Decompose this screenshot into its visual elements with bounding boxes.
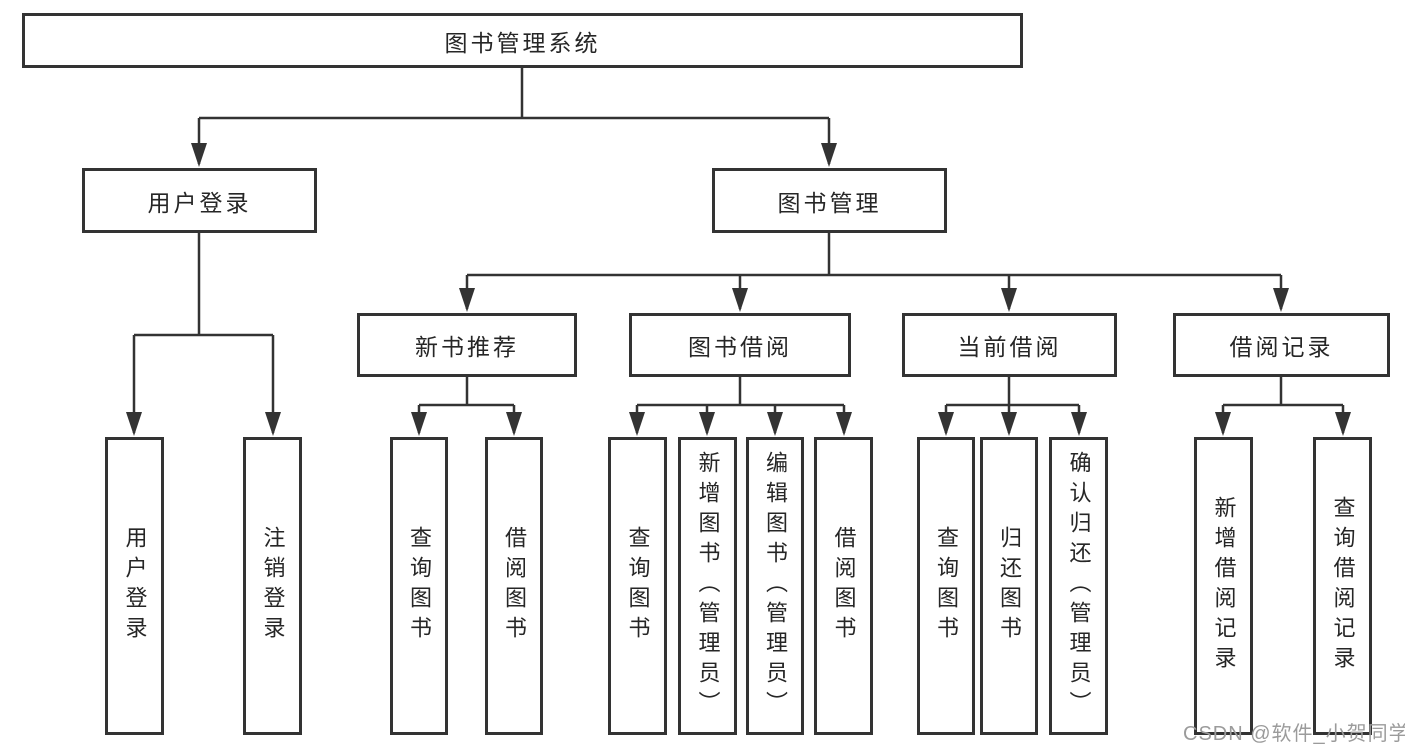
leaf-logout: 注销登录	[243, 437, 302, 735]
leaf-label: 查询图书	[934, 526, 959, 646]
leaf-edit-book-admin: 编辑图书（管理员）	[746, 437, 804, 735]
leaf-label: 确认归还（管理员）	[1066, 451, 1092, 721]
leaf-label: 查询图书	[625, 526, 651, 646]
leaf-borrow-book-newbook: 借阅图书	[485, 437, 543, 735]
leaf-query-book-borrow: 查询图书	[608, 437, 667, 735]
leaf-label: 查询图书	[407, 526, 432, 646]
leaf-query-book-newbook: 查询图书	[390, 437, 448, 735]
leaf-label: 注销登录	[260, 526, 286, 646]
leaf-label: 新增借阅记录	[1211, 496, 1237, 676]
leaf-user-login: 用户登录	[105, 437, 164, 735]
leaf-add-borrow-record: 新增借阅记录	[1194, 437, 1253, 735]
leaf-label: 新增图书（管理员）	[695, 451, 721, 721]
leaf-label: 借阅图书	[831, 526, 857, 646]
leaf-label: 归还图书	[997, 526, 1022, 646]
leaf-label: 借阅图书	[502, 526, 527, 646]
node-book-borrow-group: 图书借阅	[629, 313, 851, 377]
leaf-label: 编辑图书（管理员）	[763, 451, 788, 721]
node-user-login-branch: 用户登录	[82, 168, 317, 233]
node-book-mgmt-branch: 图书管理	[712, 168, 947, 233]
leaf-query-borrow-record: 查询借阅记录	[1313, 437, 1372, 735]
leaf-confirm-return-admin: 确认归还（管理员）	[1049, 437, 1108, 735]
leaf-return-book: 归还图书	[980, 437, 1038, 735]
leaf-add-book-admin: 新增图书（管理员）	[678, 437, 737, 735]
leaf-label: 用户登录	[122, 526, 148, 646]
node-current-borrow-group: 当前借阅	[902, 313, 1117, 377]
node-borrow-record-group: 借阅记录	[1173, 313, 1390, 377]
csdn-watermark: CSDN @软件_小贺同学	[1183, 723, 1405, 745]
leaf-query-book-current: 查询图书	[917, 437, 975, 735]
node-root: 图书管理系统	[22, 13, 1023, 68]
node-new-book-group: 新书推荐	[357, 313, 577, 377]
leaf-label: 查询借阅记录	[1330, 496, 1356, 676]
leaf-borrow-book-borrow: 借阅图书	[814, 437, 873, 735]
